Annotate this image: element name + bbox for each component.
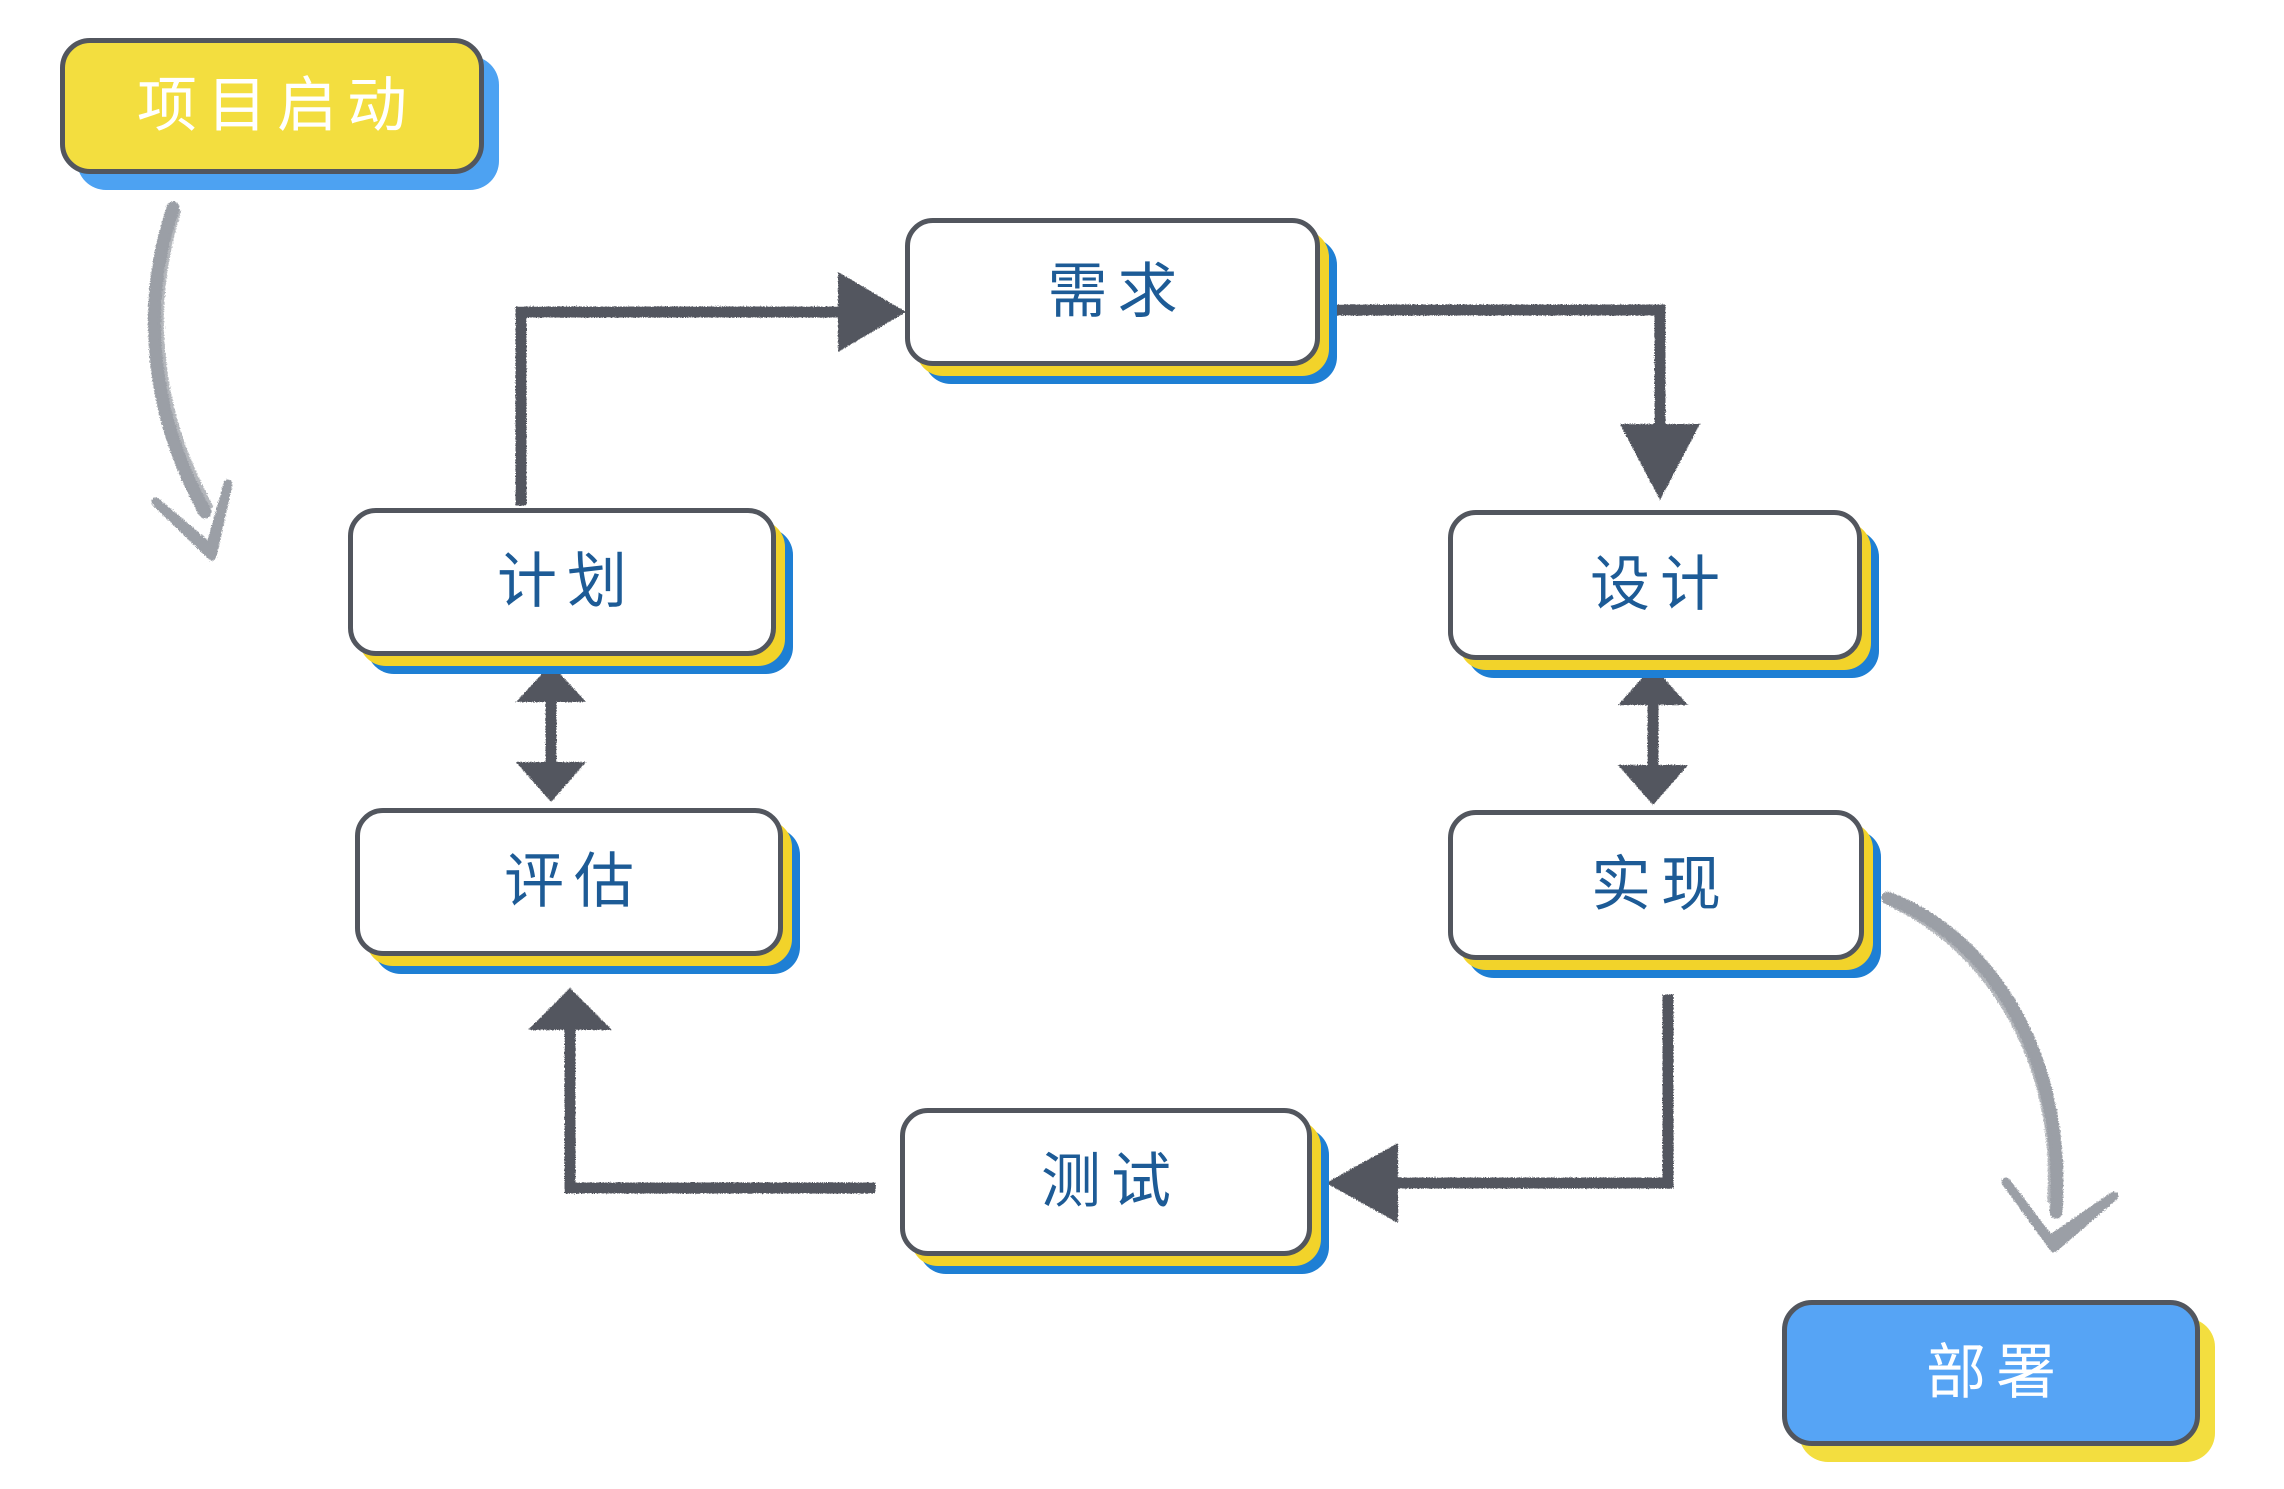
node-design[interactable]: 设计 [1448, 510, 1862, 660]
edge-impl-to-deploy [1881, 891, 2119, 1253]
edge-plan-to-req [515, 272, 906, 506]
node-label: 项目启动 [137, 72, 417, 139]
node-label: 计划 [497, 548, 637, 615]
node-requirements[interactable]: 需求 [905, 218, 1320, 366]
node-testing[interactable]: 测试 [900, 1108, 1312, 1256]
edge-impl-to-test [1326, 994, 1674, 1223]
node-implementation[interactable]: 实现 [1448, 810, 1864, 960]
node-label: 实现 [1591, 851, 1731, 918]
edge-plan-to-eval [516, 664, 586, 802]
node-project-kickoff[interactable]: 项目启动 [60, 38, 484, 174]
node-deployment[interactable]: 部署 [1782, 1300, 2200, 1446]
node-label: 需求 [1047, 258, 1188, 325]
edge-req-to-design [1324, 304, 1700, 500]
edge-start-to-plan [148, 201, 233, 561]
node-planning[interactable]: 计划 [348, 508, 776, 656]
edge-design-to-impl [1618, 666, 1688, 805]
edge-test-to-eval [528, 988, 876, 1194]
node-label: 设计 [1590, 551, 1730, 618]
node-label: 测试 [1041, 1148, 1181, 1215]
node-evaluation[interactable]: 评估 [355, 808, 783, 956]
node-label: 评估 [504, 848, 644, 915]
node-label: 部署 [1926, 1339, 2066, 1406]
